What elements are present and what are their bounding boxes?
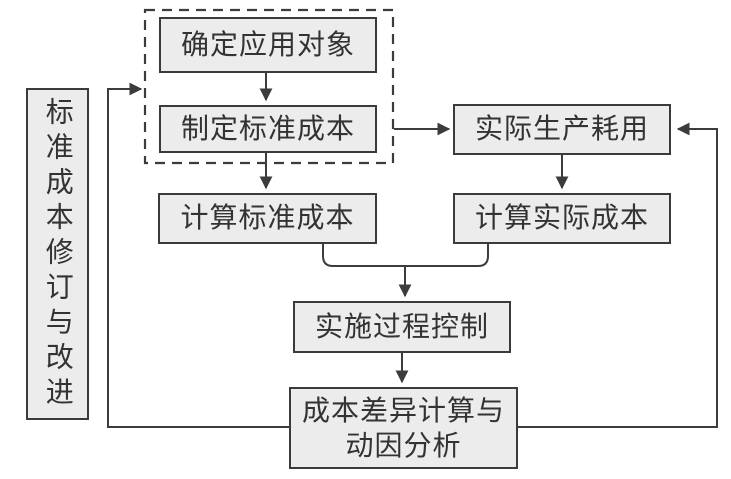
node-label: 计算实际成本 xyxy=(474,202,649,234)
node-label: 实施过程控制 xyxy=(314,310,489,342)
node-set-standard-cost: 制定标准成本 xyxy=(159,105,377,153)
node-calculate-actual-cost: 计算实际成本 xyxy=(453,193,671,244)
node-label-line1: 成本差异计算与 xyxy=(301,395,505,426)
node-label: 制定标准成本 xyxy=(180,112,355,144)
node-define-application-target: 确定应用对象 xyxy=(159,17,377,73)
node-label-line2: 动因分析 xyxy=(345,430,462,461)
merge-bracket xyxy=(322,244,489,267)
side-label-text: 标准成本修订与改进 xyxy=(42,96,74,412)
node-calculate-standard-cost: 计算标准成本 xyxy=(158,193,377,244)
node-process-control: 实施过程控制 xyxy=(293,301,511,353)
node-standard-cost-revision-label: 标准成本修订与改进 xyxy=(26,88,89,420)
node-label: 计算标准成本 xyxy=(180,202,355,234)
feedback-loop-right xyxy=(517,122,718,428)
node-actual-production-consumption: 实际生产耗用 xyxy=(453,104,671,155)
node-label: 成本差异计算与 动因分析 xyxy=(302,393,505,463)
node-label: 实际生产耗用 xyxy=(474,113,649,145)
node-cost-variance-analysis: 成本差异计算与 动因分析 xyxy=(289,387,518,469)
node-label: 确定应用对象 xyxy=(180,28,355,60)
